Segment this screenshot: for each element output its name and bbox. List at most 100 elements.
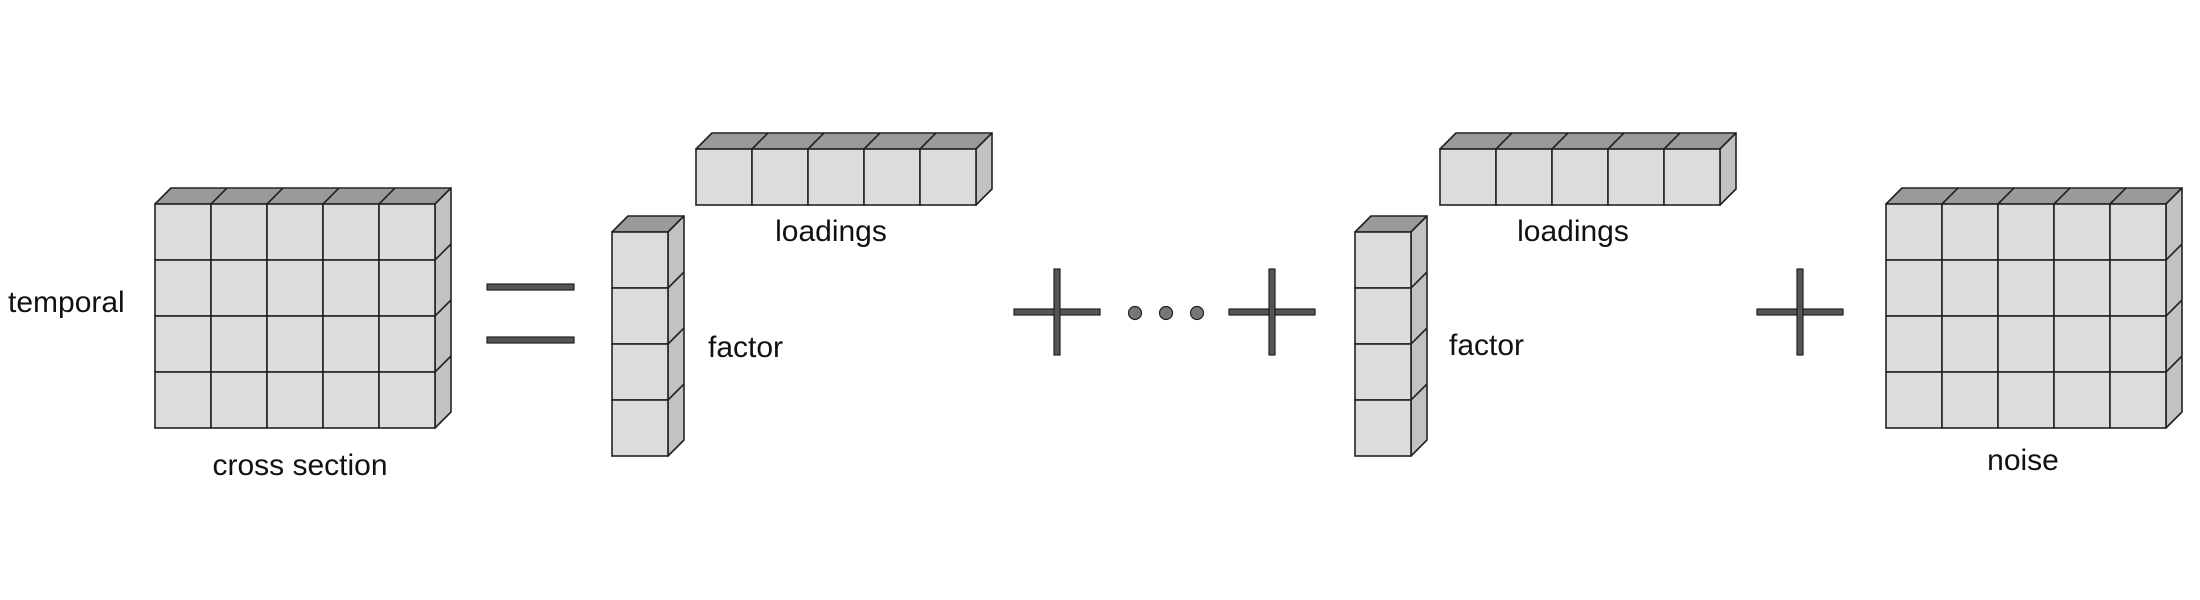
equals-bar-2 xyxy=(486,336,575,344)
cross-section-label: cross section xyxy=(212,449,388,482)
data-matrix-block-cell xyxy=(266,315,324,373)
data-matrix-block-top-divider xyxy=(210,187,228,205)
data-matrix-block-cell xyxy=(154,203,212,261)
noise-matrix-block-top-divider xyxy=(2109,187,2127,205)
loadings-row-1-top-divider xyxy=(863,132,881,150)
factor-label-1: factor xyxy=(708,331,784,364)
noise-matrix-block-cell xyxy=(2053,203,2111,261)
loadings-row-2-top-divider xyxy=(1607,132,1625,150)
loadings-row-2-top-face xyxy=(1439,132,1737,150)
loadings-row-2-cell xyxy=(1551,148,1609,206)
data-matrix-block-cell xyxy=(266,371,324,429)
equals-sign xyxy=(486,283,575,344)
plus-sign-3 xyxy=(1756,268,1844,356)
ellipsis-dot xyxy=(1158,305,1174,321)
data-matrix-block-top-face xyxy=(154,187,452,205)
factor-label-2: factor xyxy=(1449,329,1525,362)
noise-matrix-block-top-divider xyxy=(1997,187,2015,205)
ellipsis-dot xyxy=(1189,305,1205,321)
plus-sign-2-vertical-bar xyxy=(1268,268,1276,356)
data-matrix-block-top-divider xyxy=(322,187,340,205)
data-matrix-block xyxy=(154,187,452,429)
loadings-row-2-cell xyxy=(1495,148,1553,206)
plus-sign-1-vertical-bar xyxy=(1053,268,1061,356)
data-matrix-block-cell xyxy=(322,371,380,429)
factor-column-1-cell xyxy=(611,399,669,457)
loadings-row-1 xyxy=(695,132,993,206)
noise-label: noise xyxy=(1987,444,2059,477)
noise-matrix-block-cell xyxy=(2109,259,2167,317)
noise-matrix-block-cell xyxy=(2053,371,2111,429)
data-matrix-block-top-divider xyxy=(266,187,284,205)
factor-column-1-side-divider xyxy=(667,271,685,289)
loadings-row-2 xyxy=(1439,132,1737,206)
operators-layer xyxy=(486,268,1844,356)
noise-matrix-block-side-divider xyxy=(2165,299,2183,317)
factor-column-1-cell xyxy=(611,287,669,345)
noise-matrix-block xyxy=(1885,187,2183,429)
noise-matrix-block-cell xyxy=(1997,371,2055,429)
noise-matrix-block-top-divider xyxy=(1941,187,1959,205)
data-matrix-block-cell xyxy=(378,203,436,261)
blocks-layer xyxy=(154,132,2183,457)
ellipsis-dot xyxy=(1127,305,1143,321)
loadings-row-2-top-divider xyxy=(1663,132,1681,150)
data-matrix-block-cell xyxy=(154,259,212,317)
plus-sign-2 xyxy=(1228,268,1316,356)
factor-column-1-cell xyxy=(611,231,669,289)
factor-column-1-side-divider xyxy=(667,327,685,345)
data-matrix-block-side-divider xyxy=(434,243,452,261)
noise-matrix-block-cell xyxy=(1941,315,1999,373)
factor-column-1-cell xyxy=(611,343,669,401)
data-matrix-block-cell xyxy=(154,315,212,373)
loadings-row-1-cell xyxy=(695,148,753,206)
data-matrix-block-cell xyxy=(210,315,268,373)
noise-matrix-block-cell xyxy=(1997,315,2055,373)
data-matrix-block-cell xyxy=(378,371,436,429)
factor-column-2 xyxy=(1354,215,1428,457)
loadings-row-1-top-face xyxy=(695,132,993,150)
noise-matrix-block-cell xyxy=(2053,259,2111,317)
data-matrix-block-cell xyxy=(154,371,212,429)
loadings-row-1-cell xyxy=(863,148,921,206)
data-matrix-block-cell xyxy=(210,259,268,317)
noise-matrix-block-cell xyxy=(1941,203,1999,261)
factor-column-2-cell xyxy=(1354,287,1412,345)
data-matrix-block-side-divider xyxy=(434,299,452,317)
noise-matrix-block-side-divider xyxy=(2165,355,2183,373)
loadings-row-1-cell xyxy=(807,148,865,206)
noise-matrix-block-cell xyxy=(1997,259,2055,317)
data-matrix-block-side-divider xyxy=(434,355,452,373)
data-matrix-block-cell xyxy=(210,203,268,261)
factor-column-2-cell xyxy=(1354,343,1412,401)
noise-matrix-block-cell xyxy=(2109,203,2167,261)
factor-column-2-cell xyxy=(1354,399,1412,457)
plus-sign-1 xyxy=(1013,268,1101,356)
loadings-row-2-top-divider xyxy=(1551,132,1569,150)
noise-matrix-block-cell xyxy=(1885,371,1943,429)
noise-matrix-block-cell xyxy=(1885,203,1943,261)
data-matrix-block-cell xyxy=(322,315,380,373)
data-matrix-block-cell xyxy=(266,203,324,261)
noise-matrix-block-cell xyxy=(2109,371,2167,429)
noise-matrix-block-side-divider xyxy=(2165,243,2183,261)
equals-bar-1 xyxy=(486,283,575,291)
plus-sign-3-vertical-bar xyxy=(1796,268,1804,356)
data-matrix-block-cell xyxy=(378,315,436,373)
data-matrix-block-cell xyxy=(322,203,380,261)
data-matrix-block-top-divider xyxy=(378,187,396,205)
data-matrix-block-cell xyxy=(322,259,380,317)
loadings-row-1-cell xyxy=(751,148,809,206)
noise-matrix-block-cell xyxy=(1997,203,2055,261)
noise-matrix-block-cell xyxy=(1941,259,1999,317)
factor-column-2-cell xyxy=(1354,231,1412,289)
factor-column-1 xyxy=(611,215,685,457)
data-matrix-block-cell xyxy=(378,259,436,317)
data-matrix-block-cell xyxy=(210,371,268,429)
factor-column-2-side-divider xyxy=(1410,327,1428,345)
noise-matrix-block-cell xyxy=(1885,315,1943,373)
factor-column-2-side-divider xyxy=(1410,383,1428,401)
loadings-row-2-cell xyxy=(1439,148,1497,206)
loadings-row-2-cell xyxy=(1663,148,1721,206)
